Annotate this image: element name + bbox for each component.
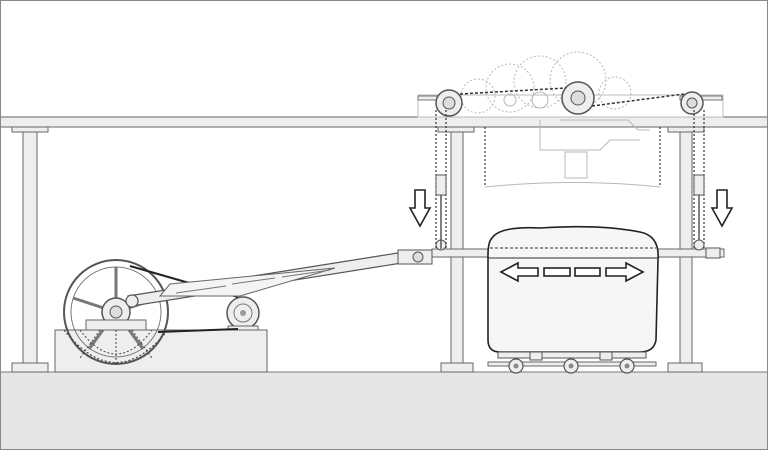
right-column (667, 126, 705, 373)
right-hanger (693, 110, 721, 259)
left-down-arrow (408, 189, 432, 228)
right-down-arrow (710, 189, 734, 228)
line-shaft (417, 81, 723, 117)
engine-base (54, 329, 268, 373)
left-column (11, 126, 49, 373)
middle-column (437, 126, 475, 373)
wheeled-trolley (487, 351, 657, 374)
flywheel (63, 259, 169, 365)
belt-pulley (226, 296, 260, 331)
connecting-rod (125, 239, 447, 308)
carriage-motion-arrow (499, 261, 645, 283)
ceiling-beam (0, 116, 768, 128)
hanging-frame (484, 127, 661, 187)
left-hanger (435, 110, 447, 249)
rocking-carriage (487, 225, 659, 353)
floor (0, 371, 768, 450)
